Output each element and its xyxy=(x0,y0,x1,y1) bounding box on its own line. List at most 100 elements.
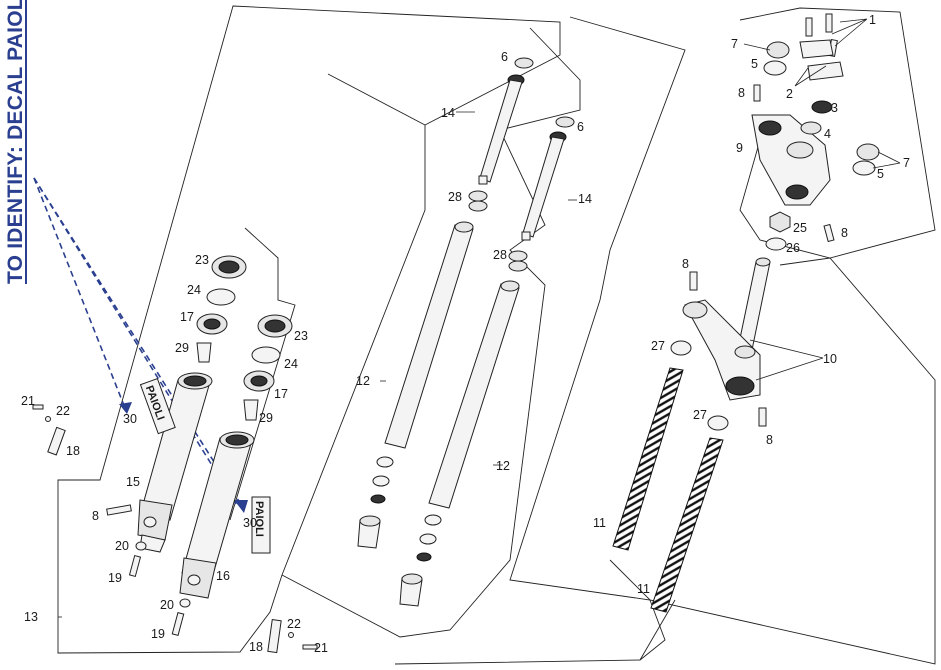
frame-spring-pair xyxy=(639,599,676,661)
screw-21-right xyxy=(302,644,318,650)
callout-24-right: 24 xyxy=(284,357,298,371)
ring-left-3 xyxy=(370,494,386,504)
bushing-left xyxy=(196,342,212,363)
bolt-8-clamp-top xyxy=(689,271,698,291)
callout-12-left: 12 xyxy=(356,374,370,388)
callout-28-upper: 28 xyxy=(448,190,462,204)
bolt-1-b xyxy=(825,13,833,33)
callout-30-lower: 30 xyxy=(243,516,257,530)
bushing-28-lower-b xyxy=(508,260,528,272)
callout-8-top: 8 xyxy=(738,86,745,100)
callout-4: 4 xyxy=(824,127,831,141)
callout-8-leg: 8 xyxy=(92,509,99,523)
callout-8-side: 8 xyxy=(841,226,848,240)
bolt-1-a xyxy=(805,17,813,37)
callout-18-left: 18 xyxy=(66,444,80,458)
callout-27-lower: 27 xyxy=(693,408,707,422)
leader-lines xyxy=(58,18,901,618)
callout-22-right: 22 xyxy=(287,617,301,631)
bolt-8-side xyxy=(823,223,835,243)
frame-left-group xyxy=(57,5,561,654)
callout-8-clamp-bottom: 8 xyxy=(766,433,773,447)
bushing-28-upper-b xyxy=(468,200,488,212)
callout-7-right: 7 xyxy=(903,156,910,170)
ring-right-1 xyxy=(424,514,442,526)
callout-15: 15 xyxy=(126,475,140,489)
decal-lower: PAIOLI xyxy=(251,496,271,554)
frame-middle-group xyxy=(281,27,581,638)
callout-11-right: 11 xyxy=(637,582,650,596)
spring-left xyxy=(612,367,684,551)
damper-rod-right xyxy=(521,116,575,241)
bolt-8-clamp-bottom xyxy=(758,407,767,427)
callout-13: 13 xyxy=(24,610,38,624)
callout-23-left: 23 xyxy=(195,253,209,267)
callout-30-upper: 30 xyxy=(123,412,137,426)
circlip-right xyxy=(251,346,281,364)
arrow-line-lower-decal-b xyxy=(33,177,243,507)
decal-lower-text: PAIOLI xyxy=(253,501,265,537)
clamp-cap-2-upper xyxy=(799,39,834,59)
callout-21-right: 21 xyxy=(314,641,328,655)
callout-26: 26 xyxy=(786,241,800,255)
callout-17-left: 17 xyxy=(180,310,194,324)
callout-19-left: 19 xyxy=(108,571,122,585)
callout-20-right: 20 xyxy=(160,598,174,612)
callout-6-right: 6 xyxy=(577,120,584,134)
ring-left-2 xyxy=(372,475,390,487)
callout-25: 25 xyxy=(793,221,807,235)
callout-29-right: 29 xyxy=(259,411,273,425)
ring-right-2 xyxy=(419,533,437,545)
bolt-8-top xyxy=(753,84,761,102)
arrow-head-upper-decal xyxy=(119,402,132,414)
callout-2: 2 xyxy=(786,87,793,101)
callout-5-upper: 5 xyxy=(751,57,758,71)
frame-inner-left xyxy=(229,227,296,521)
cap-7-left xyxy=(766,41,790,59)
callout-10: 10 xyxy=(823,352,837,366)
arrow-line-lower-decal-a xyxy=(33,177,237,505)
frame-center-group xyxy=(327,73,426,126)
callout-17-right: 17 xyxy=(274,387,288,401)
bolt-8-left xyxy=(106,504,132,516)
bushing-28-upper xyxy=(468,190,488,202)
cap-7-right xyxy=(856,143,880,161)
damper-rod-left xyxy=(478,57,534,185)
callout-29-left: 29 xyxy=(175,341,189,355)
callout-7-upper: 7 xyxy=(731,37,738,51)
upper-triple-clamp xyxy=(751,114,831,206)
bearing-3 xyxy=(811,100,833,114)
callout-18-right: 18 xyxy=(249,640,263,654)
callout-22-left: 22 xyxy=(56,404,70,418)
washer-20-right xyxy=(179,598,191,608)
callout-27-upper: 27 xyxy=(651,339,665,353)
ring-right-3 xyxy=(416,552,432,562)
pin-18-right xyxy=(267,619,282,654)
callout-24-left: 24 xyxy=(187,283,201,297)
washer-26 xyxy=(765,237,787,251)
callout-16: 16 xyxy=(216,569,230,583)
washer-27-lower xyxy=(707,415,729,431)
fork-leg-right xyxy=(179,431,255,599)
ring-left-1 xyxy=(376,456,394,468)
lower-triple-clamp xyxy=(682,257,771,401)
ring-4 xyxy=(800,121,822,135)
fork-tube-right xyxy=(428,280,520,509)
fork-leg-left xyxy=(137,372,213,553)
callout-20-left: 20 xyxy=(115,539,129,553)
arrow-head-lower-decal xyxy=(234,500,248,513)
callout-14-right: 14 xyxy=(578,192,592,206)
frame-triple-clamp xyxy=(739,7,936,259)
ring-5-left xyxy=(763,60,787,76)
washer-20-left xyxy=(135,541,147,551)
bushing-right xyxy=(243,399,259,421)
callout-28-lower: 28 xyxy=(493,248,507,262)
circlip-left xyxy=(206,288,236,306)
callout-14-left: 14 xyxy=(441,106,455,120)
callout-5-right: 5 xyxy=(877,167,884,181)
clamp-cap-2-lower xyxy=(807,61,844,81)
callout-9: 9 xyxy=(736,141,743,155)
callout-11-left: 11 xyxy=(593,516,606,530)
